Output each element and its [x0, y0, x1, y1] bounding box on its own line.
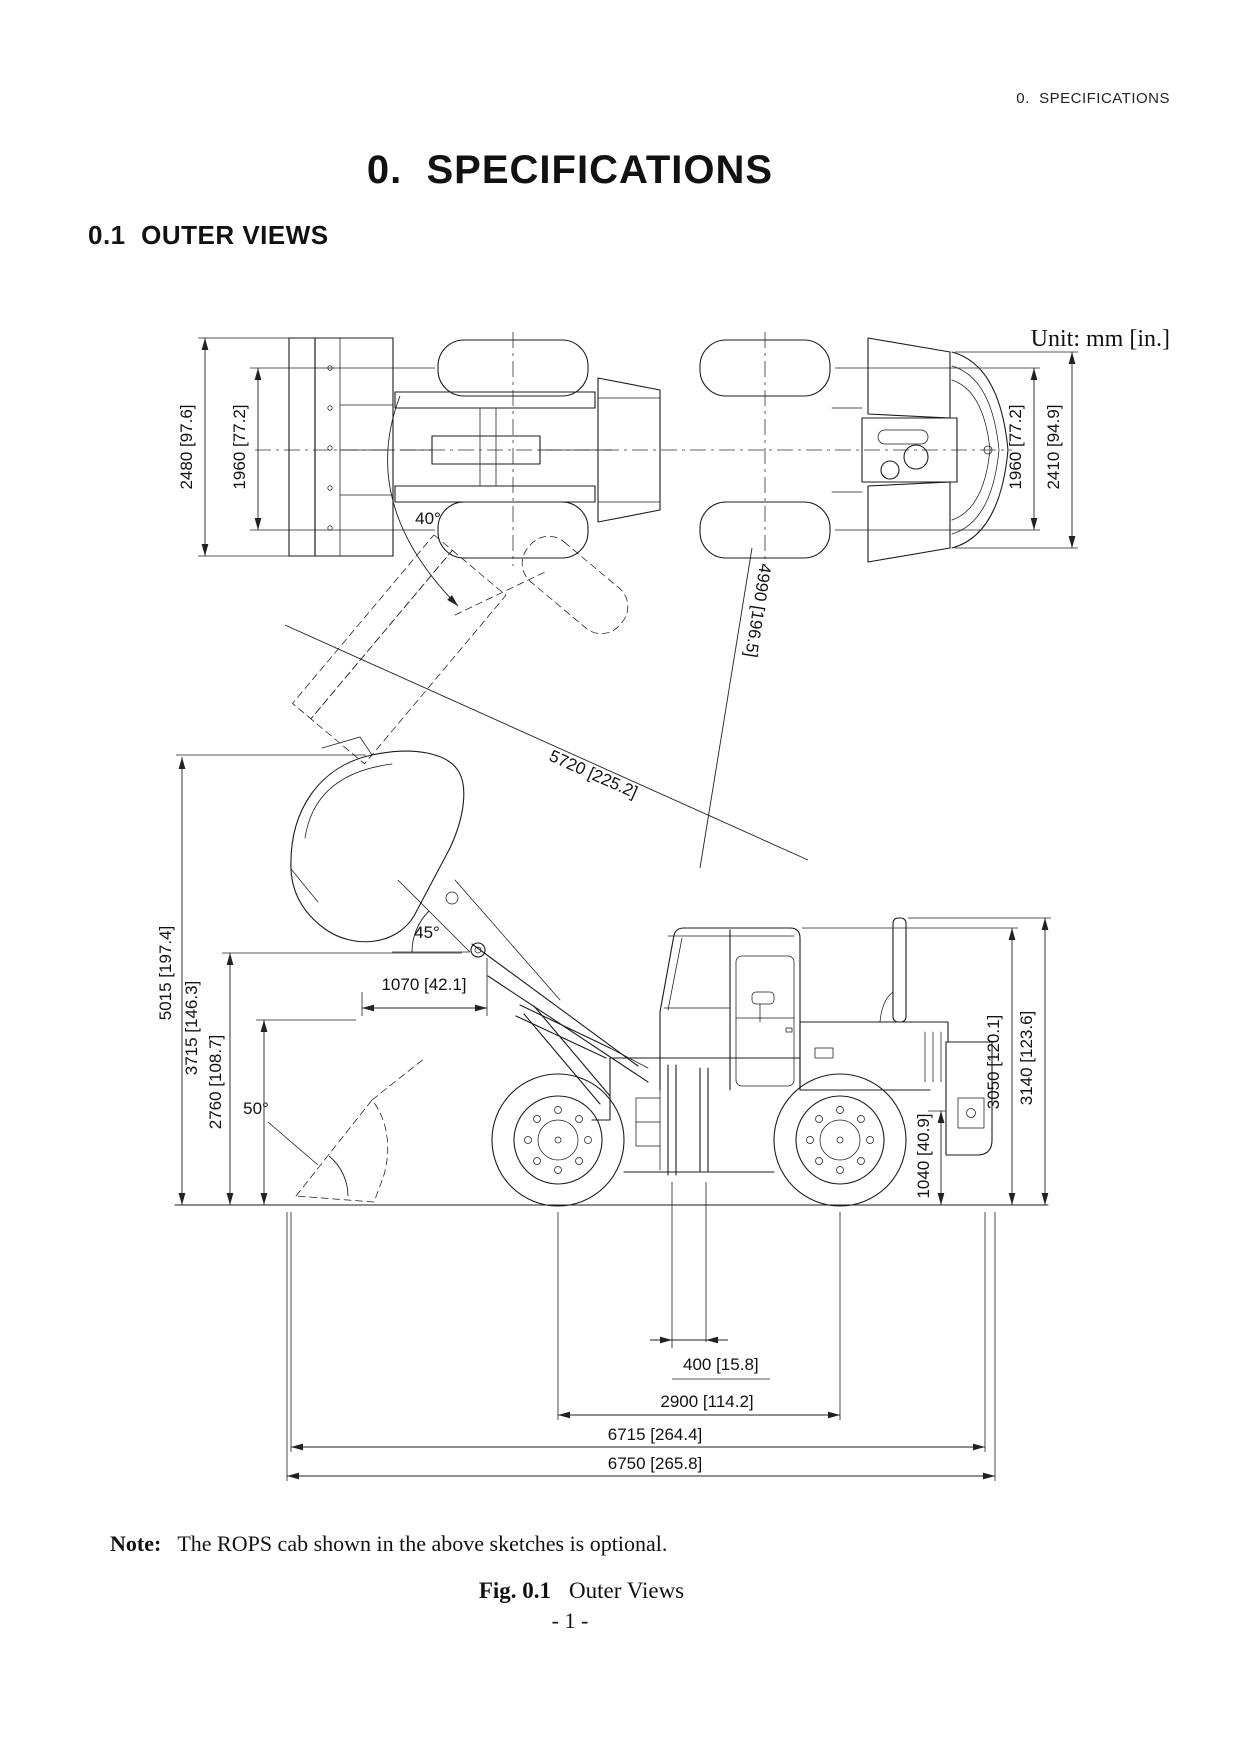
bucket-plan	[288, 337, 394, 557]
section-heading: 0.1 OUTER VIEWS	[88, 220, 329, 250]
note-label: Note:	[110, 1531, 162, 1556]
top-view-dimensions: 2480 [97.6] 1960 [77.2] 40° 1960 [77.2] …	[177, 337, 1078, 802]
air-cleaner-cap	[751, 991, 775, 1005]
counterweight	[945, 1041, 993, 1156]
articulated-position-dashed	[292, 534, 629, 765]
figure-title: Outer Views	[569, 1578, 685, 1603]
front-wheels-plan	[437, 332, 589, 566]
dim-rollback-angle: 50°	[243, 1099, 269, 1118]
dim-hinge-pin-height: 3715 [146.3]	[182, 981, 201, 1076]
dim-dump-angle: 45°	[414, 923, 440, 942]
dim-clearance-circle: 5720 [225.2]	[546, 746, 640, 802]
steering-arc	[387, 395, 459, 607]
dim-tread-rear: 1960 [77.2]	[1006, 404, 1025, 489]
counterweight-wing-top	[867, 337, 951, 419]
clearance-circle-line	[284, 624, 809, 861]
dim-overall-width: 2480 [97.6]	[177, 404, 196, 489]
side-view: 5015 [197.4] 3715 [146.3] 2760 [108.7] 5…	[156, 736, 1051, 1481]
dim-dump-reach: 1070 [42.1]	[381, 975, 466, 994]
side-left-dimensions	[176, 754, 488, 1205]
dim-wheelbase: 2900 [114.2]	[660, 1392, 753, 1411]
note-text: The ROPS cab shown in the above sketches…	[177, 1531, 668, 1556]
dim-overall-length: 6750 [265.8]	[608, 1454, 703, 1473]
lift-arms-plan	[394, 391, 613, 503]
unit-note: Unit: mm [in.]	[1030, 326, 1170, 352]
bucket-ground-dashed	[267, 1057, 426, 1203]
dim-axle-offset: 400 [15.8]	[683, 1355, 759, 1374]
dim-stack-height: 3140 [123.6]	[1017, 1011, 1036, 1106]
dim-hitch-height: 1040 [40.9]	[914, 1113, 933, 1198]
dim-dump-clearance: 2760 [108.7]	[206, 1035, 225, 1130]
page-title: 0. SPECIFICATIONS	[366, 148, 774, 192]
page-number: - 1 -	[551, 1608, 589, 1633]
dim-height-bucket-raised: 5015 [197.4]	[156, 926, 175, 1021]
front-wheel	[491, 1073, 625, 1207]
counterweight-wing-bottom	[867, 481, 951, 563]
dim-articulation-angle: 40°	[415, 509, 441, 528]
cab	[659, 927, 801, 1091]
turning-radius-line	[699, 547, 753, 869]
frame	[591, 1057, 931, 1176]
bucket-raised	[290, 736, 465, 943]
figure-caption: Fig. 0.1 Outer Views	[0, 1552, 1140, 1630]
outer-views-drawing: 2480 [97.6] 1960 [77.2] 40° 1960 [77.2] …	[156, 332, 1078, 1481]
dim-turning-radius: 4990 [196.5]	[741, 562, 775, 658]
dim-tread-front: 1960 [77.2]	[230, 404, 249, 489]
engine-hood	[751, 917, 993, 1156]
side-view-labels: 5015 [197.4] 3715 [146.3] 2760 [108.7] 5…	[156, 923, 1036, 1473]
rear-body-plan	[861, 337, 1009, 563]
dim-cab-height: 3050 [120.1]	[984, 1015, 1003, 1110]
dim-overall-width-rear: 2410 [94.9]	[1044, 404, 1063, 489]
loader-arm	[454, 879, 649, 1105]
note-line: Note: The ROPS cab shown in the above ske…	[88, 1505, 667, 1583]
exhaust-stack	[892, 917, 907, 1023]
articulation-frame	[597, 377, 661, 523]
rear-wheels-plan	[699, 332, 863, 566]
side-bottom-dimensions	[286, 1182, 996, 1481]
dump-angle-marks	[392, 879, 471, 953]
top-view: 2480 [97.6] 1960 [77.2] 40° 1960 [77.2] …	[177, 332, 1078, 869]
ladder	[635, 1089, 661, 1171]
rear-wheel	[773, 1073, 907, 1207]
dim-length-bucket-ground: 6715 [264.4]	[608, 1425, 703, 1444]
figure-label: Fig. 0.1	[478, 1578, 552, 1603]
running-header: 0. SPECIFICATIONS	[1016, 90, 1170, 107]
side-right-dimensions	[802, 917, 1051, 1205]
